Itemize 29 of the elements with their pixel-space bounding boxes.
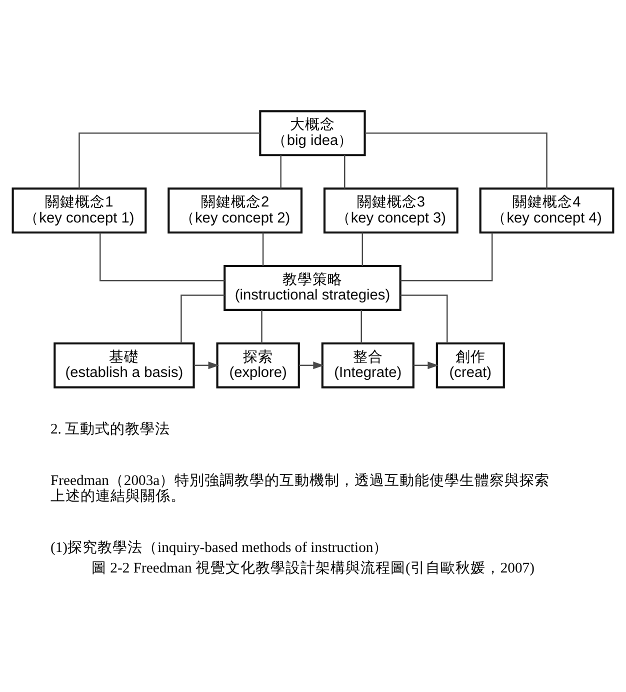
connector bbox=[280, 155, 282, 189]
connector bbox=[365, 132, 548, 189]
node-box: 關鍵概念3 （key concept 3) bbox=[323, 188, 458, 234]
node-box: 基礎 (establish a basis) bbox=[54, 342, 195, 388]
node-box: 整合 (Integrate) bbox=[321, 342, 414, 388]
connector bbox=[344, 155, 346, 189]
label: (1)探究教學法（inquiry-based methods of instruction） bbox=[50, 540, 388, 556]
node-box: 關鍵概念2 （key concept 2) bbox=[168, 188, 303, 234]
arrow bbox=[413, 362, 439, 370]
connector bbox=[180, 294, 225, 344]
connector bbox=[400, 294, 448, 344]
label: Freedman（2003a）特別強調教學的互動機制，透過互動能使學生體察與探索上述的連結與關係。 bbox=[50, 472, 550, 504]
connector bbox=[261, 310, 262, 344]
caption: 圖 2-2 Freedman 視覺文化教學設計架構與流程圖(引自歐秋媛，2007) bbox=[92, 560, 534, 577]
node-box: 探索 (explore) bbox=[216, 342, 300, 388]
arrow bbox=[194, 362, 220, 370]
connector bbox=[262, 232, 264, 266]
node-box: 關鍵概念1 （key concept 1) bbox=[12, 188, 147, 234]
arrow bbox=[298, 362, 324, 370]
connector bbox=[360, 310, 362, 344]
label: 2. 互動式的教學法 bbox=[50, 422, 170, 438]
node-box: 關鍵概念4 （key concept 4) bbox=[479, 188, 614, 234]
connector bbox=[362, 232, 364, 266]
node-box: 創作 (creat) bbox=[436, 342, 505, 388]
connector bbox=[400, 232, 493, 282]
connector bbox=[100, 232, 225, 282]
node-box: 大概念 （big idea） bbox=[259, 110, 366, 156]
node-box: 教學策略 (instructional strategies) bbox=[224, 264, 402, 311]
connector bbox=[78, 132, 260, 189]
